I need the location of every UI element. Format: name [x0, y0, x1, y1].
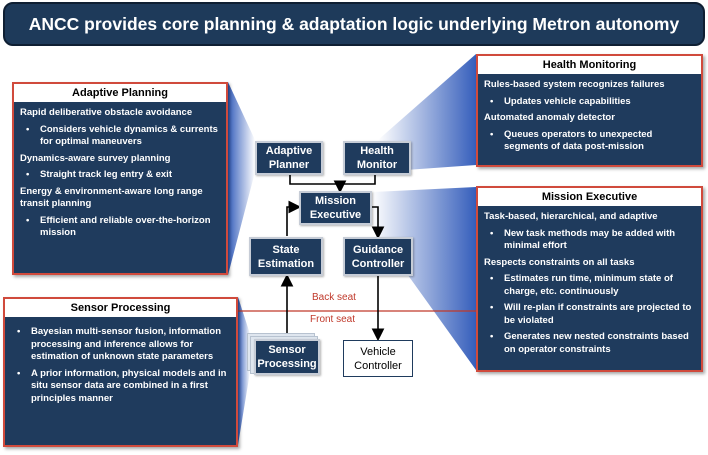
- panel-bullet-item: • Generates new nested constraints based …: [490, 331, 695, 356]
- arrow-planner-to-executive: [289, 174, 347, 194]
- bullet-glyph: •: [490, 95, 494, 107]
- bullet-glyph: •: [26, 214, 30, 226]
- node-sensor-processing-label: Sensor Processing: [257, 344, 317, 370]
- panel-bullet-item: • A prior information, physical models an…: [17, 368, 230, 406]
- panel-heading-line: Automated anomaly detector: [484, 112, 615, 123]
- bullet-glyph: •: [490, 331, 494, 342]
- node-sensor-processing: Sensor Processing: [254, 339, 320, 375]
- panel-bullet-item: • Queues operators to unexpected segments…: [490, 129, 695, 154]
- panel-bullet-item: • Considers vehicle dynamics & currents f…: [26, 124, 220, 149]
- node-state-estimation-label: State Estimation: [257, 243, 315, 270]
- bullet-text: Considers vehicle dynamics & currents fo…: [40, 123, 218, 148]
- panel-heading-line: Task-based, hierarchical, and adaptive: [484, 211, 658, 222]
- panel-title-sensor-processing: Sensor Processing: [5, 299, 236, 318]
- bullet-glyph: •: [26, 169, 30, 180]
- panel-heading-line: Rules-based system recognizes failures: [484, 79, 665, 90]
- panel-title-health-monitoring: Health Monitoring: [478, 56, 701, 75]
- bullet-text: Estimates run time, minimum state of cha…: [504, 273, 673, 297]
- panel-heading-line: Dynamics-aware survey planning: [20, 152, 171, 164]
- bullet-glyph: •: [490, 273, 494, 284]
- panel-bullet-item: • Bayesian multi-sensor fusion, informati…: [17, 326, 230, 364]
- node-vehicle-controller: Vehicle Controller: [343, 340, 413, 377]
- node-vehicle-controller-label: Vehicle Controller: [354, 345, 402, 372]
- node-adaptive-planner: Adaptive Planner: [255, 141, 323, 175]
- panel-title-mission-executive: Mission Executive: [478, 188, 701, 207]
- node-adaptive-planner-label: Adaptive Planner: [265, 145, 313, 171]
- bullet-text: Bayesian multi-sensor fusion, informatio…: [31, 326, 222, 362]
- bullet-text: Will re-plan if constraints are projecte…: [504, 302, 692, 326]
- node-mission-executive-label: Mission Executive: [309, 195, 362, 221]
- bullet-glyph: •: [490, 302, 494, 313]
- node-guidance-controller: Guidance Controller: [343, 237, 413, 276]
- panel-body-adaptive-planning: Rapid deliberative obstacle avoidance • Co…: [14, 103, 226, 240]
- panel-heading-line: Rapid deliberative obstacle avoidance: [20, 107, 193, 118]
- panel-heading-line: Respects constraints on all tasks: [484, 256, 635, 268]
- ray-sensor-processing: [238, 297, 250, 445]
- panel-mission-executive: Mission Executive Task-based, hierarchic…: [476, 186, 703, 372]
- panel-bullet-item: • Updates vehicle capabilities: [490, 96, 695, 109]
- bullet-glyph: •: [17, 367, 21, 379]
- panel-body-sensor-processing: • Bayesian multi-sensor fusion, informati…: [5, 318, 236, 405]
- node-state-estimation: State Estimation: [249, 237, 323, 276]
- node-health-monitor-label: Health Monitor: [356, 145, 398, 171]
- bullet-text: A prior information, physical models and…: [31, 367, 227, 404]
- bullet-glyph: •: [26, 123, 30, 135]
- arrow-state-to-executive: [286, 200, 302, 236]
- panel-bullet-item: • New task methods may be added with mini…: [490, 228, 695, 253]
- bullet-text: Efficient and reliable over-the-horizon …: [40, 214, 211, 239]
- bullet-text: Queues operators to unexpected segments …: [504, 128, 653, 153]
- panel-health-monitoring: Health Monitoring Rules-based system rec…: [476, 54, 703, 167]
- panel-heading-line: Energy & environment-aware long range tr…: [20, 185, 203, 210]
- bullet-text: Straight track leg entry & exit: [40, 169, 172, 180]
- panel-title-adaptive-planning: Adaptive Planning: [14, 84, 226, 103]
- headline-text: ANCC provides core planning & adaptation…: [28, 14, 680, 74]
- bullet-glyph: •: [17, 326, 21, 337]
- panel-adaptive-planning: Adaptive Planning Rapid deliberative obs…: [12, 82, 228, 275]
- node-guidance-controller-label: Guidance Controller: [351, 243, 405, 270]
- arrow-executive-to-guidance: [371, 206, 385, 240]
- bullet-glyph: •: [490, 227, 494, 239]
- arrow-monitor-to-executive: [340, 174, 376, 185]
- headline-banner: ANCC provides core planning & adaptation…: [3, 2, 705, 74]
- panel-bullet-item: • Efficient and reliable over-the-horizon…: [26, 215, 220, 240]
- label-back-seat: Back seat: [312, 292, 356, 303]
- bullet-text: Generates new nested constraints based o…: [504, 331, 689, 355]
- node-health-monitor: Health Monitor: [343, 141, 411, 175]
- bullet-text: Updates vehicle capabilities: [504, 95, 631, 107]
- ray-mission-executive: [372, 187, 476, 370]
- panel-body-health-monitoring: Rules-based system recognizes failures • U…: [478, 75, 701, 154]
- panel-bullet-item: • Will re-plan if constraints are project…: [490, 302, 695, 327]
- bullet-glyph: •: [490, 128, 494, 140]
- panel-bullet-item: • Straight track leg entry & exit: [26, 169, 220, 182]
- panel-bullet-item: • Estimates run time, minimum state of ch…: [490, 273, 695, 298]
- label-front-seat: Front seat: [310, 314, 356, 325]
- panel-sensor-processing: Sensor Processing • Bayesian multi-sensor…: [3, 297, 238, 447]
- ray-adaptive-planning: [228, 82, 255, 275]
- node-mission-executive: Mission Executive: [299, 191, 372, 225]
- panel-body-mission-executive: Task-based, hierarchical, and adaptive • N…: [478, 207, 701, 356]
- bullet-text: New task methods may be added with minim…: [504, 227, 676, 252]
